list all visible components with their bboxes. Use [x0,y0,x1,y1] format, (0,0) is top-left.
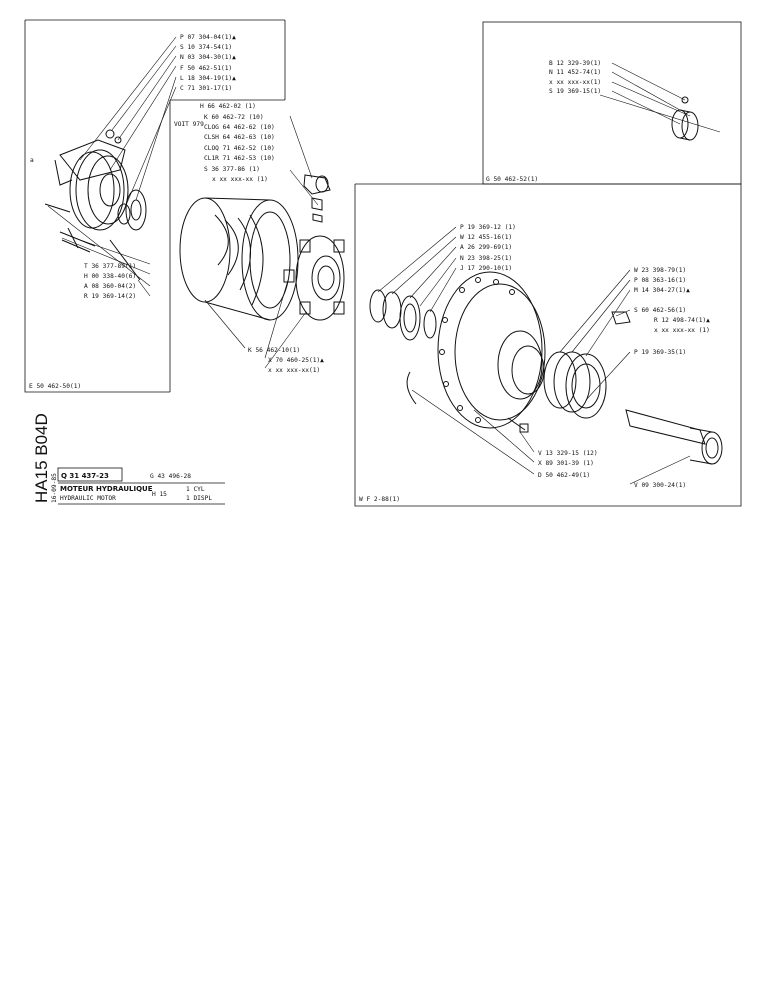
callout: S 10 374-54(1) [180,44,232,51]
left-group-frame [24,20,170,393]
callouts-left-bottom: T 36 377-89(1) H 00 338-40(6) A 08 360-0… [84,263,136,300]
callout: P 19 369-35(1) [634,349,686,356]
bottom-right-group-frame [354,183,742,507]
callout: x xx xxx-xx (1) [212,176,268,183]
callout: V 13 329-15 (12) [538,450,598,457]
callout: H 00 338-40(6) [84,273,136,280]
callout: CL1R 71 462-53 (10) [204,155,275,162]
callout: x xx xxx-xx(1) [268,367,320,374]
callout: x xx xxx-xx (1) [654,327,710,334]
callout: K 60 462-72 (10) [204,114,264,121]
revision: G 43 496-28 [150,473,191,480]
callouts-bearing: P 19 369-12 (1) W 12 455-16(1) A 26 299-… [460,224,516,272]
callout: X 89 301-39 (1) [538,460,594,467]
callouts-center: H 66 462-02 (1) K 60 462-72 (10) CLOG 64… [174,103,275,183]
cam-ring-housing [179,197,299,321]
sheet-side-code: HA15 B04D [32,413,51,503]
callout: CLSH 64 462-63 (10) [204,134,275,141]
title-en: HYDRAULIC MOTOR [60,495,116,502]
part-number: Q 31 437-23 [61,472,109,480]
callout: C 71 301-17(1) [180,85,232,92]
qty-cyl: 1 CYL [186,486,205,493]
hub-flange [437,271,546,429]
callout: P 07 304-04(1)▲ [180,34,236,41]
callout: N 23 398-25(1) [460,255,512,262]
output-shaft [625,409,723,465]
callout: N 03 304-30(1)▲ [180,54,236,61]
title-block: HA15 B04D 16-09-85 Q 31 437-23 G 43 496-… [32,413,225,505]
callout: S 19 369-15(1) [549,88,601,95]
top-right-seal-ring [599,94,721,141]
flange-bolt [507,417,529,433]
callouts-bottom: V 13 329-15 (12) X 89 301-39 (1) D 50 46… [538,450,686,489]
callout: J 17 290-10(1) [460,265,512,272]
center-tag: VOIT 979 [174,121,204,128]
callout: A 26 299-69(1) [460,244,512,251]
callout: W 12 455-16(1) [460,234,512,241]
model: H 15 [152,491,167,498]
qty-displ: 1 DISPL [186,495,212,502]
callout: D 50 462-49(1) [538,472,590,479]
bottom-right-group-label: W F 2-88(1) [359,496,400,503]
callout: P 19 369-12 (1) [460,224,516,231]
callout: CLOQ 71 462-52 (10) [204,145,275,152]
sheet-date: 16-09-85 [51,473,58,503]
callout: M 14 304-27(1)▲ [634,287,690,294]
callout: S 36 377-86 (1) [204,166,260,173]
callout: L 18 304-19(1)▲ [180,75,236,82]
callout: A 08 360-04(2) [84,283,136,290]
letter-marker: a [30,157,34,164]
callout: K 56 462-10(1) [248,347,300,354]
callout: P 08 363-16(1) [634,277,686,284]
title-fr: MOTEUR HYDRAULIQUE [60,485,153,493]
seal-rings [406,311,631,419]
callout: T 36 377-89(1) [84,263,136,270]
callout: W 23 398-79(1) [634,267,686,274]
bearing-stack [369,289,437,341]
callouts-top-right: B 12 329-39(1) N 11 452-74(1) x xx xxx-x… [549,60,601,95]
top-right-group-frame [482,21,742,185]
callout: X 70 460-25(1)▲ [268,357,324,364]
rotor-piston-block [283,174,345,321]
callouts-right: W 23 398-79(1) P 08 363-16(1) M 14 304-2… [634,267,710,356]
callouts-housing: K 56 462-10(1) X 70 460-25(1)▲ x xx xxx-… [248,347,324,374]
callout: x xx xxx-xx(1) [549,79,601,86]
callout: B 12 329-39(1) [549,60,601,67]
callout: R 19 369-14(2) [84,293,136,300]
callout: R 12 498-74(1)▲ [654,317,710,324]
callout: H 66 462-02 (1) [200,103,256,110]
leader-lines [47,36,691,485]
callout-shaft: V 09 300-24(1) [634,482,686,489]
callout: N 11 452-74(1) [549,69,601,76]
top-right-group-label: G 50 462-52(1) [486,176,538,183]
left-group-label: E 50 462-50(1) [29,383,81,390]
callout: F 50 462-51(1) [180,65,232,72]
callouts-left-top: P 07 304-04(1)▲ S 10 374-54(1) N 03 304-… [180,34,236,92]
callout: S 60 462-56(1) [634,307,686,314]
callout: CLOG 64 462-62 (10) [204,124,275,131]
